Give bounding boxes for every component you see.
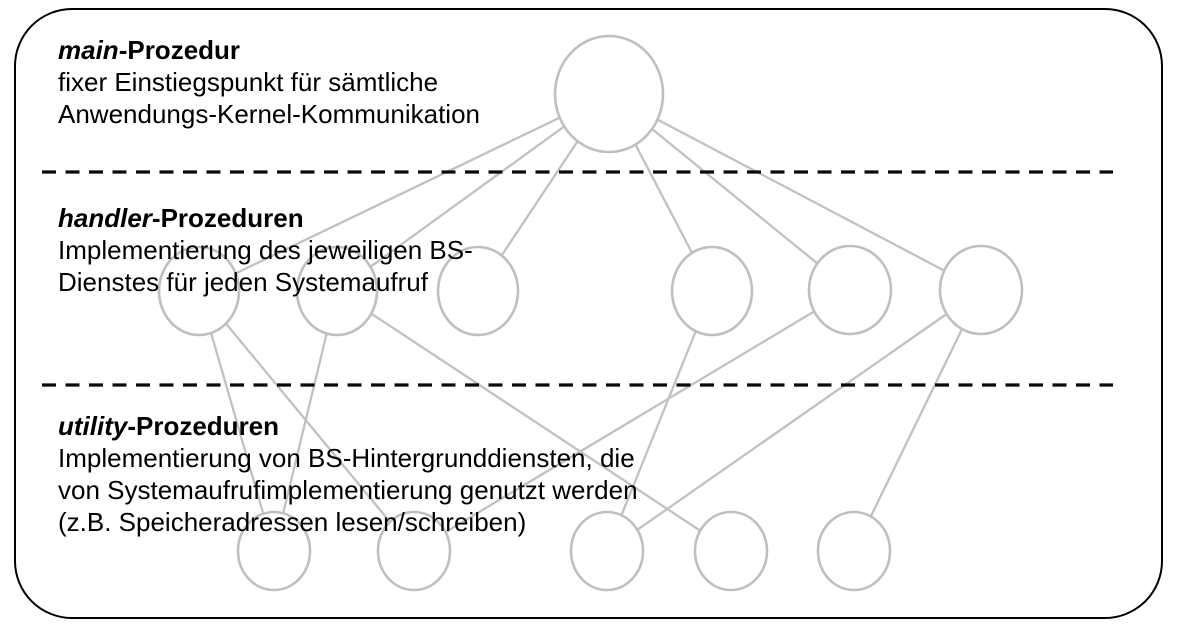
utility-procedures-desc-line-3: (z.B. Speicheradressen lesen/schreiben) (58, 507, 527, 537)
handler-procedures-desc-line-2: Dienstes für jeden Systemaufruf (58, 267, 428, 297)
main-procedure-label: main-Prozedur fixer Einstiegspunkt für s… (58, 34, 480, 130)
main-procedure-title-italic: main (58, 35, 119, 65)
handler-procedures-title: handler-Prozeduren (58, 202, 473, 234)
edge-handler-2-to-utility-4 (336, 290, 732, 552)
handler-5-node (807, 244, 893, 336)
diagram-border (14, 8, 1163, 619)
main-procedure-desc-line-2: Anwendungs-Kernel-Kommunikation (58, 99, 481, 129)
handler-3-node (436, 245, 520, 337)
main-procedure-desc-line-1: fixer Einstiegspunkt für sämtliche (58, 67, 439, 97)
main-procedure-title: main-Prozedur (58, 34, 480, 66)
utility-1-node (236, 510, 312, 592)
edge-handler-6-to-utility-3 (606, 289, 982, 552)
handler-6-node (938, 244, 1024, 336)
utility-procedures-desc-line-2: von Systemaufrufimplementierung genutzt … (58, 475, 638, 505)
handler-1-node (157, 245, 241, 337)
handler-procedures-desc-line-1: Implementierung des jeweiligen BS- (58, 235, 473, 265)
edge-main-to-handler-1 (198, 92, 610, 293)
main-node (553, 34, 665, 154)
utility-procedures-title-italic: utility (58, 411, 128, 441)
utility-4-node (693, 510, 769, 592)
edge-handler-5-to-utility-2 (413, 289, 851, 552)
edge-handler-1-to-utility-1 (197, 290, 276, 552)
utility-2-node (376, 510, 452, 592)
utility-3-node (569, 510, 645, 592)
utility-procedures-title-rest: -Prozeduren (127, 411, 280, 441)
handler-4-node (670, 245, 754, 337)
main-procedure-title-rest: -Prozedur (118, 35, 241, 65)
edge-handler-4-to-utility-3 (605, 290, 714, 552)
utility-procedures-desc-line-1: Implementierung von BS-Hintergrunddienst… (58, 443, 635, 473)
handler-2-node (295, 245, 379, 337)
utility-5-node (816, 510, 892, 592)
handler-procedures-label: handler-Prozeduren Implementierung des j… (58, 202, 473, 298)
edge-main-to-handler-6 (608, 92, 982, 292)
edge-handler-6-to-utility-5 (852, 289, 983, 552)
utility-procedures-label: utility-Prozeduren Implementierung von B… (58, 410, 638, 538)
utility-procedures-title: utility-Prozeduren (58, 410, 638, 442)
handler-procedures-title-rest: -Prozeduren (151, 203, 304, 233)
handler-procedures-title-italic: handler (58, 203, 152, 233)
